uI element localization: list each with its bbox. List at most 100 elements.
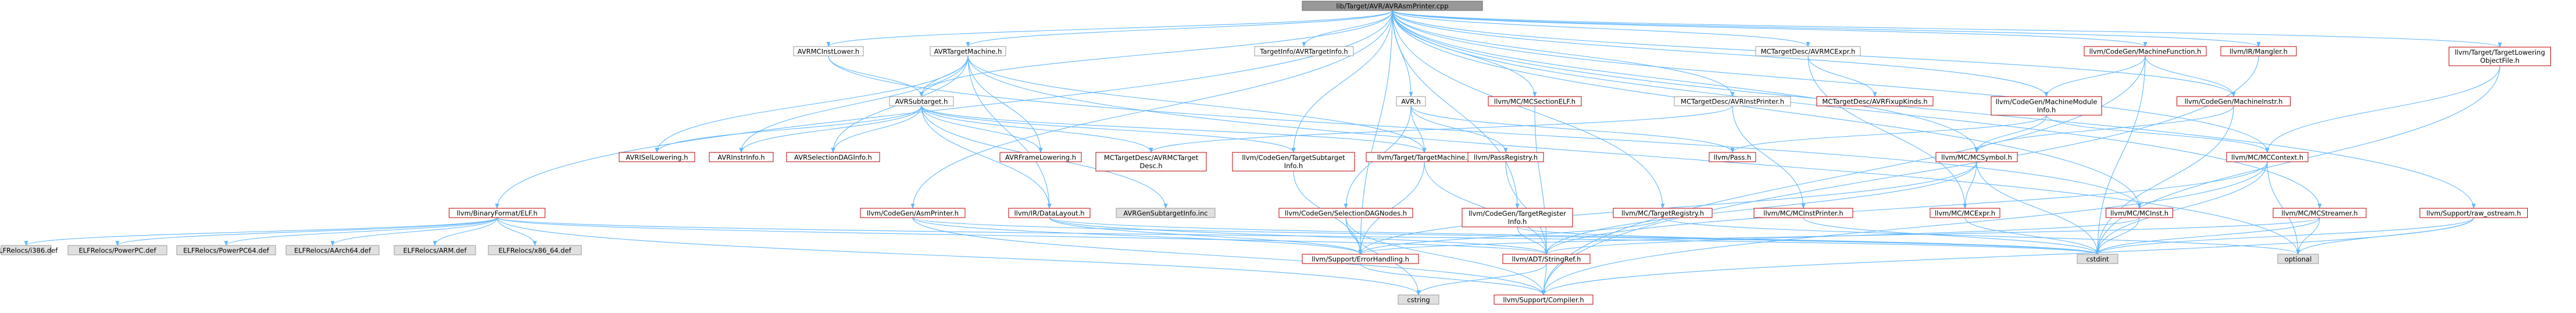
edge-avrmcexpr-to-avrfixupkinds <box>1807 55 1877 97</box>
node-avrfixupkinds[interactable]: MCTargetDesc/AVRFixupKinds.h <box>1816 96 1934 106</box>
edge-mcexpr-to-cstdint <box>1964 217 2100 255</box>
node-mctargetregistry[interactable]: llvm/MC/TargetRegistry.h <box>1613 208 1713 218</box>
node-box <box>1278 208 1413 218</box>
node-box <box>1991 96 2102 116</box>
node-machineinstr[interactable]: llvm/CodeGen/MachineInstr.h <box>2177 96 2291 106</box>
node-label: llvm/Support/Compiler.h <box>1503 296 1584 304</box>
node-box <box>1930 208 2000 218</box>
node-stringref[interactable]: llvm/ADT/StringRef.h <box>1502 254 1591 264</box>
node-avrsubtarget[interactable]: AVRSubtarget.h <box>889 96 954 106</box>
node-box <box>2449 47 2551 66</box>
node-label: MCTargetDesc/AVRFixupKinds.h <box>1822 98 1927 106</box>
node-label: llvm/MC/MCStreamer.h <box>2281 209 2357 218</box>
edge-avrtargetmachine-to-targetmachine <box>967 55 1427 153</box>
node-targetmachine[interactable]: llvm/Target/TargetMachine.h <box>1366 152 1483 162</box>
node-label: llvm/Pass.h <box>1714 154 1752 162</box>
node-optional[interactable]: optional <box>2277 254 2319 264</box>
node-box <box>1753 208 1853 218</box>
edge-errorhandling-to-compiler <box>1360 263 1546 296</box>
node-box <box>619 152 695 162</box>
node-label: AVRMCInstLower.h <box>798 48 859 56</box>
node-avrtargetmachine[interactable]: AVRTargetMachine.h <box>930 46 1006 56</box>
node-avrmcinstlower[interactable]: AVRMCInstLower.h <box>793 46 864 56</box>
node-targetinfo[interactable]: TargetInfo/AVRTargetInfo.h <box>1254 46 1354 56</box>
node-avrgensubtargetinfo[interactable]: AVRGenSubtargetInfo.inc <box>1116 208 1216 218</box>
node-cstring[interactable]: cstring <box>1398 294 1439 305</box>
edge-avrmcinstlower-to-mcinst <box>828 55 2142 209</box>
node-box <box>1494 294 1594 305</box>
node-box <box>1674 96 1791 106</box>
edge-avrsubtarget-to-avrselectiondaginfo <box>831 105 922 153</box>
node-rawostream[interactable]: llvm/Support/raw_ostream.h <box>2420 208 2528 218</box>
edge-mcinst-to-cstdint <box>2095 217 2140 255</box>
node-label: AVR.h <box>1401 98 1421 106</box>
node-box <box>1467 152 1544 162</box>
node-elf_ppc64[interactable]: ELFRelocs/PowerPC64.def <box>176 245 276 255</box>
edge-avrmcinstlower-to-avrsubtarget <box>828 55 924 97</box>
edge-mccontext-to-compiler <box>1541 161 2268 296</box>
node-elf_ppc[interactable]: ELFRelocs/PowerPC.def <box>67 245 167 255</box>
node-errorhandling[interactable]: llvm/Support/ErrorHandling.h <box>1302 254 1419 264</box>
node-box <box>793 46 864 56</box>
node-mangler[interactable]: llvm/IR/Mangler.h <box>2220 46 2297 56</box>
edge-stringref-to-compiler <box>1541 263 1547 296</box>
node-box <box>2077 254 2118 264</box>
node-label: AVRFrameLowering.h <box>1005 154 1076 162</box>
edge-binaryformatelf-to-stringref <box>496 217 1549 255</box>
edge-binaryformatelf-to-elf_ppc64 <box>224 217 498 246</box>
node-pass[interactable]: llvm/Pass.h <box>1709 152 1756 162</box>
node-datalayout[interactable]: llvm/IR/DataLayout.h <box>1008 208 1091 218</box>
node-mcinst[interactable]: llvm/MC/MCInst.h <box>2106 208 2173 218</box>
node-elf_x86_64[interactable]: ELFRelocs/x86_64.def <box>488 245 582 255</box>
edge-targetregisterinfo-to-cstdint <box>1517 226 2100 255</box>
node-mcinstprinter[interactable]: llvm/MC/MCInstPrinter.h <box>1753 208 1853 218</box>
node-root[interactable]: lib/Target/AVR/AVRAsmPrinter.cpp <box>1302 1 1483 11</box>
node-avrframelowering[interactable]: AVRFrameLowering.h <box>999 152 1082 162</box>
node-box <box>2273 208 2367 218</box>
node-avrinstrinfo[interactable]: AVRInstrInfo.h <box>709 152 774 162</box>
node-elf_arm[interactable]: ELFRelocs/ARM.def <box>394 245 476 255</box>
node-box <box>394 245 476 255</box>
node-cstdint[interactable]: cstdint <box>2077 254 2118 264</box>
node-mccontext[interactable]: llvm/MC/MCContext.h <box>2226 152 2309 162</box>
node-machinefunction[interactable]: llvm/CodeGen/MachineFunction.h <box>2084 46 2207 56</box>
node-label: llvm/MC/TargetRegistry.h <box>1621 209 1704 218</box>
node-passregistry[interactable]: llvm/PassRegistry.h <box>1467 152 1544 162</box>
node-binaryformatelf[interactable]: llvm/BinaryFormat/ELF.h <box>449 208 545 218</box>
edge-mcstreamer-to-cstdint <box>2095 217 2320 255</box>
node-layer: lib/Target/AVR/AVRAsmPrinter.cppAVRMCIns… <box>0 1 2551 305</box>
node-avrisellowering[interactable]: AVRISelLowering.h <box>619 152 695 162</box>
node-box <box>2106 208 2173 218</box>
node-elf_i386[interactable]: ELFRelocs/i386.def <box>0 245 58 255</box>
edge-binaryformatelf-to-elf_aarch64 <box>330 217 498 246</box>
node-avrinstprinter[interactable]: MCTargetDesc/AVRInstPrinter.h <box>1674 96 1791 106</box>
node-label: llvm/IR/DataLayout.h <box>1014 209 1084 218</box>
node-mcsymbol[interactable]: llvm/MC/MCSymbol.h <box>1935 152 2018 162</box>
node-compiler[interactable]: llvm/Support/Compiler.h <box>1494 294 1594 305</box>
node-asmprinter[interactable]: llvm/CodeGen/AsmPrinter.h <box>860 208 966 218</box>
node-box <box>2277 254 2319 264</box>
edge-avrsubtarget-to-targetsubtargetinfo <box>921 105 1296 153</box>
node-selectiondagnodes[interactable]: llvm/CodeGen/SelectionDAGNodes.h <box>1278 208 1413 218</box>
node-box <box>1935 152 2018 162</box>
edge-avrsubtarget-to-avrmctargetdesc <box>921 105 1153 153</box>
node-label: ELFRelocs/PowerPC.def <box>78 247 156 255</box>
node-avrmcexpr[interactable]: MCTargetDesc/AVRMCExpr.h <box>1755 46 1861 56</box>
node-avr[interactable]: AVR.h <box>1396 96 1426 106</box>
node-mcstreamer[interactable]: llvm/MC/MCStreamer.h <box>2273 208 2367 218</box>
node-avrselectiondaginfo[interactable]: AVRSelectionDAGInfo.h <box>786 152 880 162</box>
edge-avrtargetmachine-to-avrinstrinfo <box>739 55 969 153</box>
node-box <box>999 152 1082 162</box>
node-mcexpr[interactable]: llvm/MC/MCExpr.h <box>1930 208 2000 218</box>
node-elf_aarch64[interactable]: ELFRelocs/AArch64.def <box>285 245 380 255</box>
edge-root-to-avrinstprinter <box>1392 10 1735 97</box>
node-label: llvm/MC/MCSymbol.h <box>1941 154 2012 162</box>
node-mcsectionelf[interactable]: llvm/MC/MCSectionELF.h <box>1488 96 1582 106</box>
node-box <box>1462 208 1573 227</box>
